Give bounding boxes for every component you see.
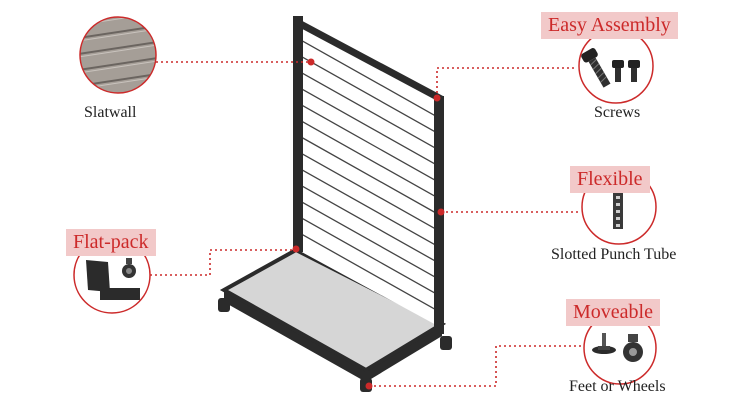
screws-caption: Screws [594,104,641,121]
slatwall-detail-circle [79,16,157,94]
slat-groove [300,184,437,262]
slat-groove [300,168,437,246]
slotted-punch-tube-caption: Slotted Punch Tube [551,246,677,263]
slat-groove [300,71,437,149]
display-stand [218,16,452,392]
slat-groove [300,88,437,166]
left-upright [293,16,303,252]
slat-groove [300,104,437,182]
marker-dots [292,58,445,390]
slat-groove [300,201,437,279]
slat-grooves [300,39,437,311]
slat-groove [300,120,437,198]
slat-groove [300,152,437,230]
feet-and-wheel-icon [583,311,657,385]
flat-pack-badge: Flat-pack [66,229,156,256]
feet-or-wheels-caption: Feet or Wheels [569,378,666,395]
slat-groove [300,39,437,117]
right-upright [434,96,444,334]
easy-assembly-badge: Easy Assembly [541,12,678,39]
slatwall-caption: Slatwall [84,104,137,121]
top-rail [293,16,443,104]
leader-lines [150,61,582,387]
caster-wheel [440,336,452,350]
slat-groove [300,217,437,295]
caster-wheel [218,298,230,312]
screws-icon [578,28,654,104]
moveable-badge: Moveable [566,299,660,326]
flexible-badge: Flexible [570,166,650,193]
slat-groove [300,233,437,311]
slat-groove [300,55,437,133]
slat-groove [300,136,437,214]
flat-pack-parts-icon [73,236,151,314]
